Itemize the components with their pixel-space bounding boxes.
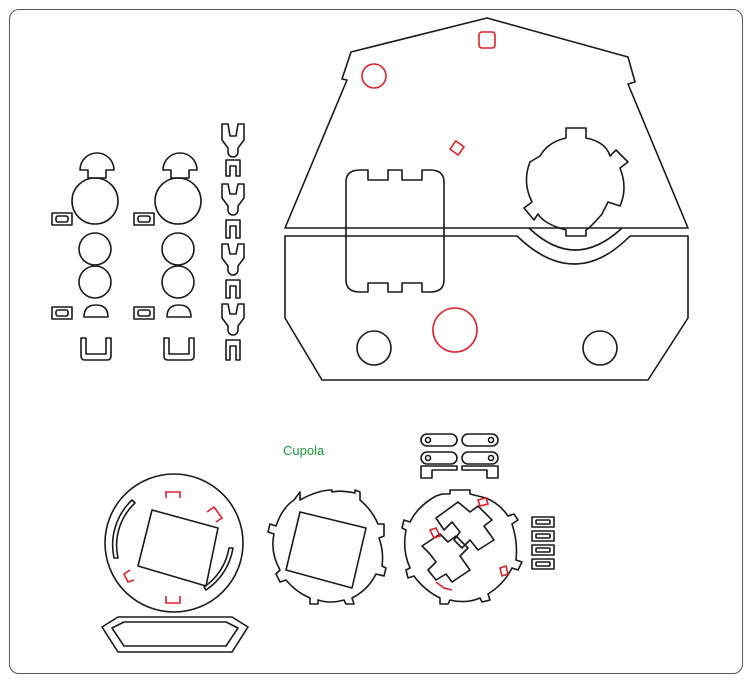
engrave-ring-large [432,307,478,353]
turret-front-plate [284,235,689,381]
mount-hole-left [356,330,392,366]
cupola-base-ring [104,473,244,613]
hatch-cutout [345,169,445,293]
slot-stack [531,516,555,570]
parts-column-2 [133,152,202,361]
cupola-base-strip [101,616,249,653]
engrave-diamond [448,139,466,157]
cupola-label: Cupola [283,443,325,458]
engrave-square-top [478,31,496,49]
engrave-circle-top [361,63,387,89]
drawing-sheet [9,9,743,674]
gun-mount-cutout [523,127,629,237]
hinge-strips [420,433,499,479]
link-chain [221,123,245,361]
turret-top-plate [284,17,689,251]
cupola-top-ring [401,489,523,605]
parts-column-1 [51,152,119,361]
mount-hole-right [582,330,618,366]
cupola-middle-ring [267,489,387,605]
